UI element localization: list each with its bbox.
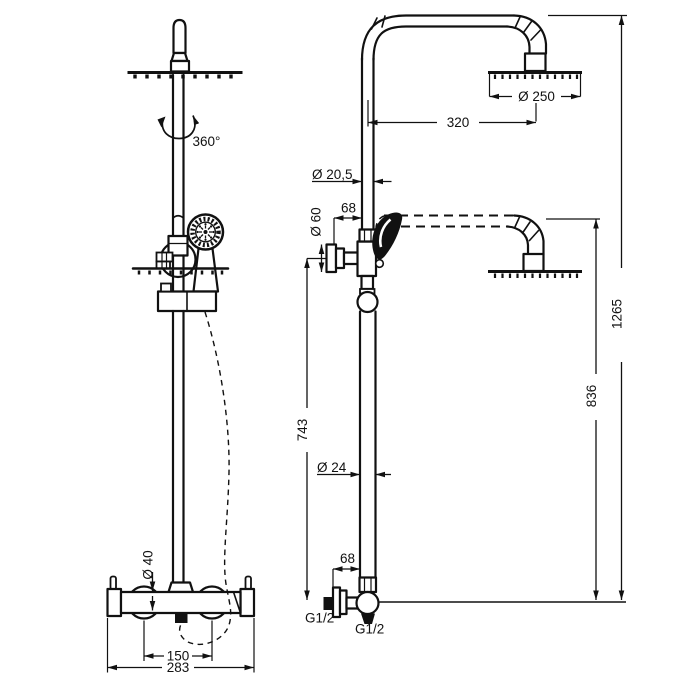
riser-pipe-front bbox=[171, 73, 185, 238]
dim-mixer-body-diameter: Ø 40 bbox=[141, 550, 156, 611]
holder-sleeve bbox=[167, 234, 189, 257]
mixer-body bbox=[119, 590, 242, 615]
mixer-pin-left bbox=[109, 575, 117, 591]
rotation-arrowhead bbox=[157, 116, 166, 128]
lower-pipe-side bbox=[358, 310, 377, 579]
hand-shower-hook bbox=[374, 258, 385, 269]
dim-upper-offset: 68 bbox=[333, 201, 362, 244]
outlet-stub bbox=[361, 613, 375, 624]
holder-clamp-upper bbox=[155, 251, 174, 263]
inlet-thread-label: G1/2 bbox=[305, 611, 334, 626]
lowered-head-connector bbox=[522, 252, 545, 273]
slider-knob bbox=[160, 282, 172, 293]
wall-inlet-stub bbox=[323, 597, 333, 610]
shower-arm-elbow bbox=[505, 14, 548, 73]
dim-head-diameter: Ø 250 bbox=[488, 72, 582, 104]
lowered-elbow bbox=[505, 214, 545, 273]
rain-head-lowered-nozzles bbox=[137, 270, 224, 275]
mixer-pin-right bbox=[244, 575, 252, 591]
rotation-label: 360° bbox=[193, 134, 221, 149]
mixer-body-diameter-label: Ø 40 bbox=[141, 550, 156, 579]
total-height-label: 1265 bbox=[610, 299, 625, 329]
upper-offset-label: 68 bbox=[341, 201, 356, 216]
riser-mixer-connector bbox=[167, 581, 195, 594]
dim-lower-pipe-diameter: Ø 24 bbox=[317, 460, 391, 478]
front-view: 360° bbox=[106, 18, 256, 675]
hose-outlet bbox=[175, 612, 188, 623]
inlet-assembly-side bbox=[323, 576, 380, 624]
head-diameter-label: Ø 250 bbox=[518, 89, 555, 104]
dim-holder-flange-diameter: Ø 60 bbox=[309, 207, 325, 272]
inlet-ball-joint bbox=[355, 590, 380, 616]
diverter-ball bbox=[356, 290, 379, 314]
lower-pipe-diameter-label: Ø 24 bbox=[317, 460, 347, 475]
head-connector bbox=[523, 52, 547, 73]
top-cap-collar bbox=[170, 51, 189, 63]
mixer-cap-left bbox=[106, 587, 123, 618]
dim-total-height: 1265 bbox=[548, 14, 627, 600]
top-cap-base bbox=[169, 59, 191, 73]
riser-pipe-side bbox=[360, 14, 516, 231]
holder-flange-diameter-label: Ø 60 bbox=[309, 207, 324, 236]
dim-lowered-head-height: 836 bbox=[546, 218, 600, 600]
mixer-cap-right bbox=[239, 587, 256, 618]
hand-shower-side bbox=[372, 212, 403, 269]
inlet-spacing-label: 150 bbox=[167, 649, 190, 664]
lowered-head-height-label: 836 bbox=[584, 385, 599, 408]
rotation-indicator: 360° bbox=[157, 115, 221, 149]
inlet-nut bbox=[358, 576, 378, 594]
column-top-cap bbox=[172, 18, 187, 55]
hand-shower-grip bbox=[192, 247, 220, 293]
dim-mixer-width: 283 bbox=[106, 618, 255, 675]
outlet-thread-label: G1/2 bbox=[355, 622, 384, 637]
dim-holder-height: 743 bbox=[295, 257, 326, 600]
hand-shower-face bbox=[186, 213, 225, 251]
dim-arm-reach: 320 bbox=[367, 100, 537, 130]
holder-height-label: 743 bbox=[295, 419, 310, 442]
dim-inlet-spacing: 150 bbox=[143, 620, 213, 664]
lower-offset-label: 68 bbox=[340, 551, 355, 566]
dim-lower-offset: 68 bbox=[332, 551, 360, 589]
wall-flange-upper bbox=[325, 243, 338, 274]
side-view: Ø 250 320 Ø 20,5 bbox=[295, 14, 627, 637]
rain-head-lowered-side-nozzles bbox=[493, 273, 579, 278]
dim-upper-pipe-diameter: Ø 20,5 bbox=[312, 167, 392, 185]
arm-reach-label: 320 bbox=[447, 115, 470, 130]
riser-pipe-front-lower bbox=[171, 309, 185, 584]
rain-head-side-nozzles bbox=[493, 74, 579, 79]
shower-hose bbox=[178, 311, 232, 646]
upper-pipe-diameter-label: Ø 20,5 bbox=[312, 167, 353, 182]
holder-assembly-side bbox=[325, 228, 379, 314]
mixer-width-label: 283 bbox=[167, 660, 190, 675]
